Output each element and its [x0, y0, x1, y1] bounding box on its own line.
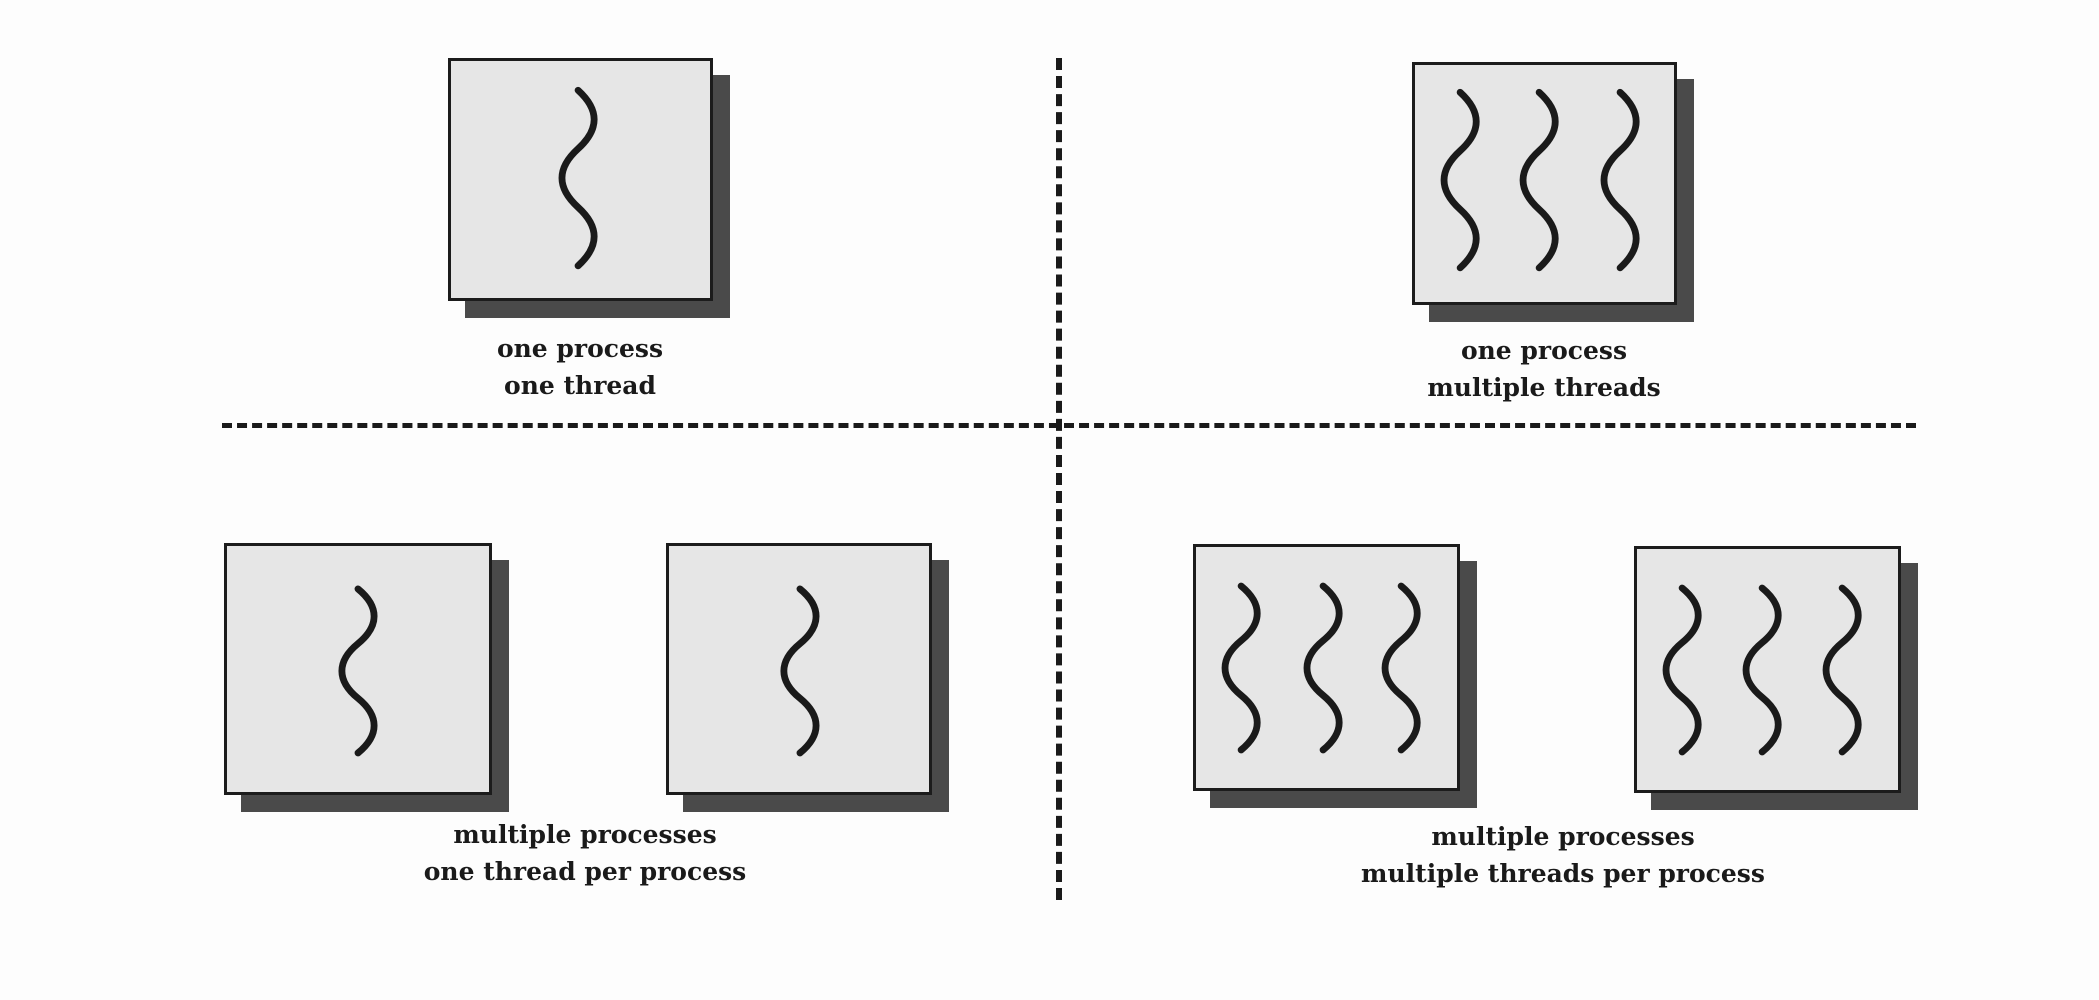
caption-line: multiple threads [1427, 373, 1661, 402]
thread-icon [1600, 88, 1640, 272]
caption-line: multiple processes [1431, 822, 1695, 851]
process-box-icon [1440, 88, 1640, 272]
thread-icon [1519, 88, 1559, 272]
thread-icon [1221, 582, 1261, 754]
process-box [1193, 544, 1460, 791]
process-box [224, 543, 492, 795]
thread-icon [780, 585, 820, 757]
caption-line: multiple threads per process [1361, 859, 1765, 888]
process-box-icon [1221, 582, 1421, 754]
thread-icon [558, 86, 598, 270]
thread-icon [1662, 584, 1702, 756]
caption-line: one process [496, 334, 664, 363]
caption-multiple-processes-one-thread: multiple processes one thread per proces… [335, 816, 835, 890]
caption-one-process-one-thread: one process one thread [380, 330, 780, 404]
horizontal-divider [222, 423, 1916, 428]
thread-icon [1303, 582, 1343, 754]
process-box [1412, 62, 1677, 305]
caption-multiple-processes-multiple-threads: multiple processes multiple threads per … [1263, 818, 1863, 892]
caption-one-process-multiple-threads: one process multiple threads [1344, 332, 1744, 406]
process-box-icon [558, 86, 598, 270]
process-box-icon [338, 585, 378, 757]
process-box-icon [780, 585, 820, 757]
thread-icon [338, 585, 378, 757]
process-box [666, 543, 932, 795]
process-box [1634, 546, 1901, 793]
caption-line: one thread [504, 371, 656, 400]
process-box [448, 58, 713, 301]
caption-line: one process [1460, 336, 1628, 365]
caption-line: multiple processes [453, 820, 717, 849]
thread-icon [1822, 584, 1862, 756]
thread-icon [1381, 582, 1421, 754]
caption-line: one thread per process [423, 857, 747, 886]
thread-icon [1742, 584, 1782, 756]
process-box-icon [1662, 584, 1862, 756]
vertical-divider [1056, 58, 1062, 900]
thread-icon [1440, 88, 1480, 272]
